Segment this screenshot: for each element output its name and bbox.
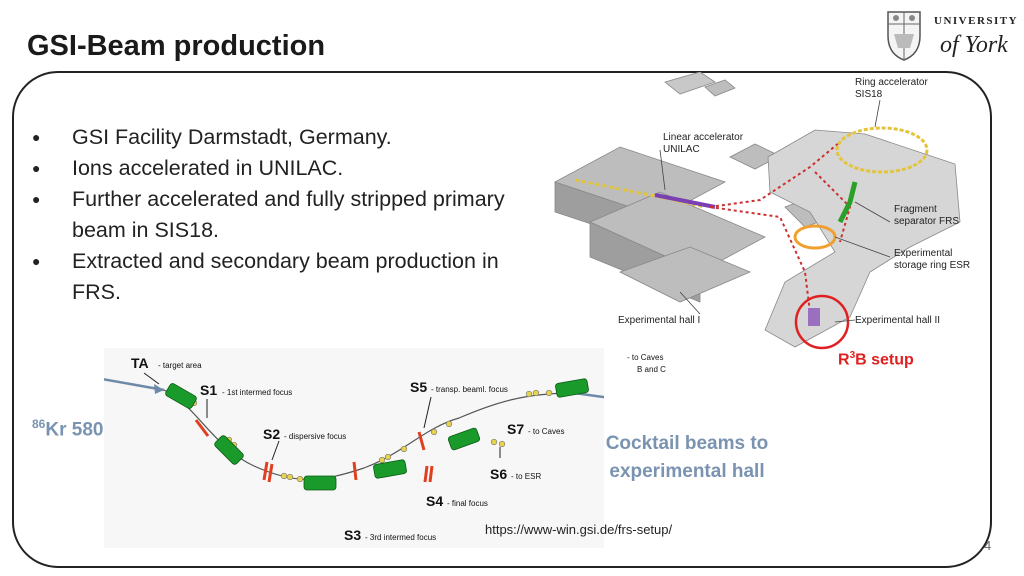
label-experimental-hall-2: Experimental hall II [855,315,940,326]
label-unilac: UNILAC [663,144,700,155]
content-frame [12,71,992,568]
bullet-item: Ions accelerated in UNILAC. [30,153,530,184]
r3b-highlight-circle [794,294,850,350]
label-ring-accelerator: Ring accelerator [855,77,928,88]
label-s7-desc: - to Caves [528,427,564,436]
label-s5-desc: - transp. beaml. focus [431,385,508,394]
label-s7: S7 [507,421,524,437]
label-ta: TA [131,355,149,371]
sis18-ring [835,126,929,174]
page-number: 4 [984,538,992,553]
label-s1: S1 [200,382,217,398]
label-s4: S4 [426,493,443,509]
label-s1-desc: - 1st intermed focus [222,388,292,397]
label-s5: S5 [410,379,427,395]
label-sis18: SIS18 [855,89,883,100]
logo-text-york: of York [940,32,1008,58]
focal-markers [194,419,434,483]
label-experimental-hall-1: Experimental hall I [618,315,700,326]
label-fragment: Fragment [894,204,937,215]
bullet-item: Further accelerated and fully stripped p… [30,184,530,246]
university-of-york-logo: UNIVERSITY of York [887,11,1018,61]
gsi-facility-diagram: Ring accelerator SIS18 Linear accelerato… [553,72,970,350]
logo-text-university: UNIVERSITY [934,15,1018,27]
label-storage-ring-esr: storage ring ESR [894,260,970,271]
r3b-superscript: 3 [849,350,856,361]
frs-schematic: TA - target area S1 - 1st intermed focus… [104,348,604,548]
r3b-prefix: R [838,351,850,369]
label-separator-frs: separator FRS [894,216,959,227]
label-experimental: Experimental [894,248,952,259]
r3b-setup-marker [808,308,820,326]
s8-desc-line1: - to Caves [627,353,664,362]
r3b-setup-label: R3B setup [838,350,914,369]
label-arrows [143,372,501,461]
bullet-list: GSI Facility Darmstadt, Germany. Ions ac… [30,122,530,308]
crest-icon [887,11,921,61]
label-ta-desc: - target area [158,361,202,370]
slide-title: GSI-Beam production [27,30,326,62]
label-s6-desc: - to ESR [511,472,541,481]
mass-number: 86 [32,417,46,431]
cocktail-line: experimental hall [609,461,765,482]
label-s2: S2 [263,426,280,442]
frs-magnets [837,181,858,224]
label-linear-accelerator: Linear accelerator [663,132,744,143]
cocktail-beams-label: Cocktail beams to experimental hall [602,430,772,486]
label-s3-desc: - 3rd intermed focus [365,533,436,542]
label-s6: S6 [490,466,507,482]
label-s8-desc: - to Caves B and C [627,352,666,376]
label-s4-desc: - final focus [447,499,488,508]
cocktail-line: Cocktail beams to [605,433,769,454]
r3b-suffix: B setup [855,351,914,369]
bullet-item: Extracted and secondary beam production … [30,246,530,308]
label-s3: S3 [344,527,361,543]
dipole-magnets [165,378,589,491]
source-url[interactable]: https://www-win.gsi.de/frs-setup/ [485,522,673,537]
s8-desc-line2: B and C [637,365,666,374]
bullet-item: GSI Facility Darmstadt, Germany. [30,122,530,153]
incoming-beam-arrow [104,378,165,392]
label-leader-lines [659,99,891,323]
outgoing-beam-arrow [573,391,604,399]
label-s2-desc: - dispersive focus [284,432,346,441]
